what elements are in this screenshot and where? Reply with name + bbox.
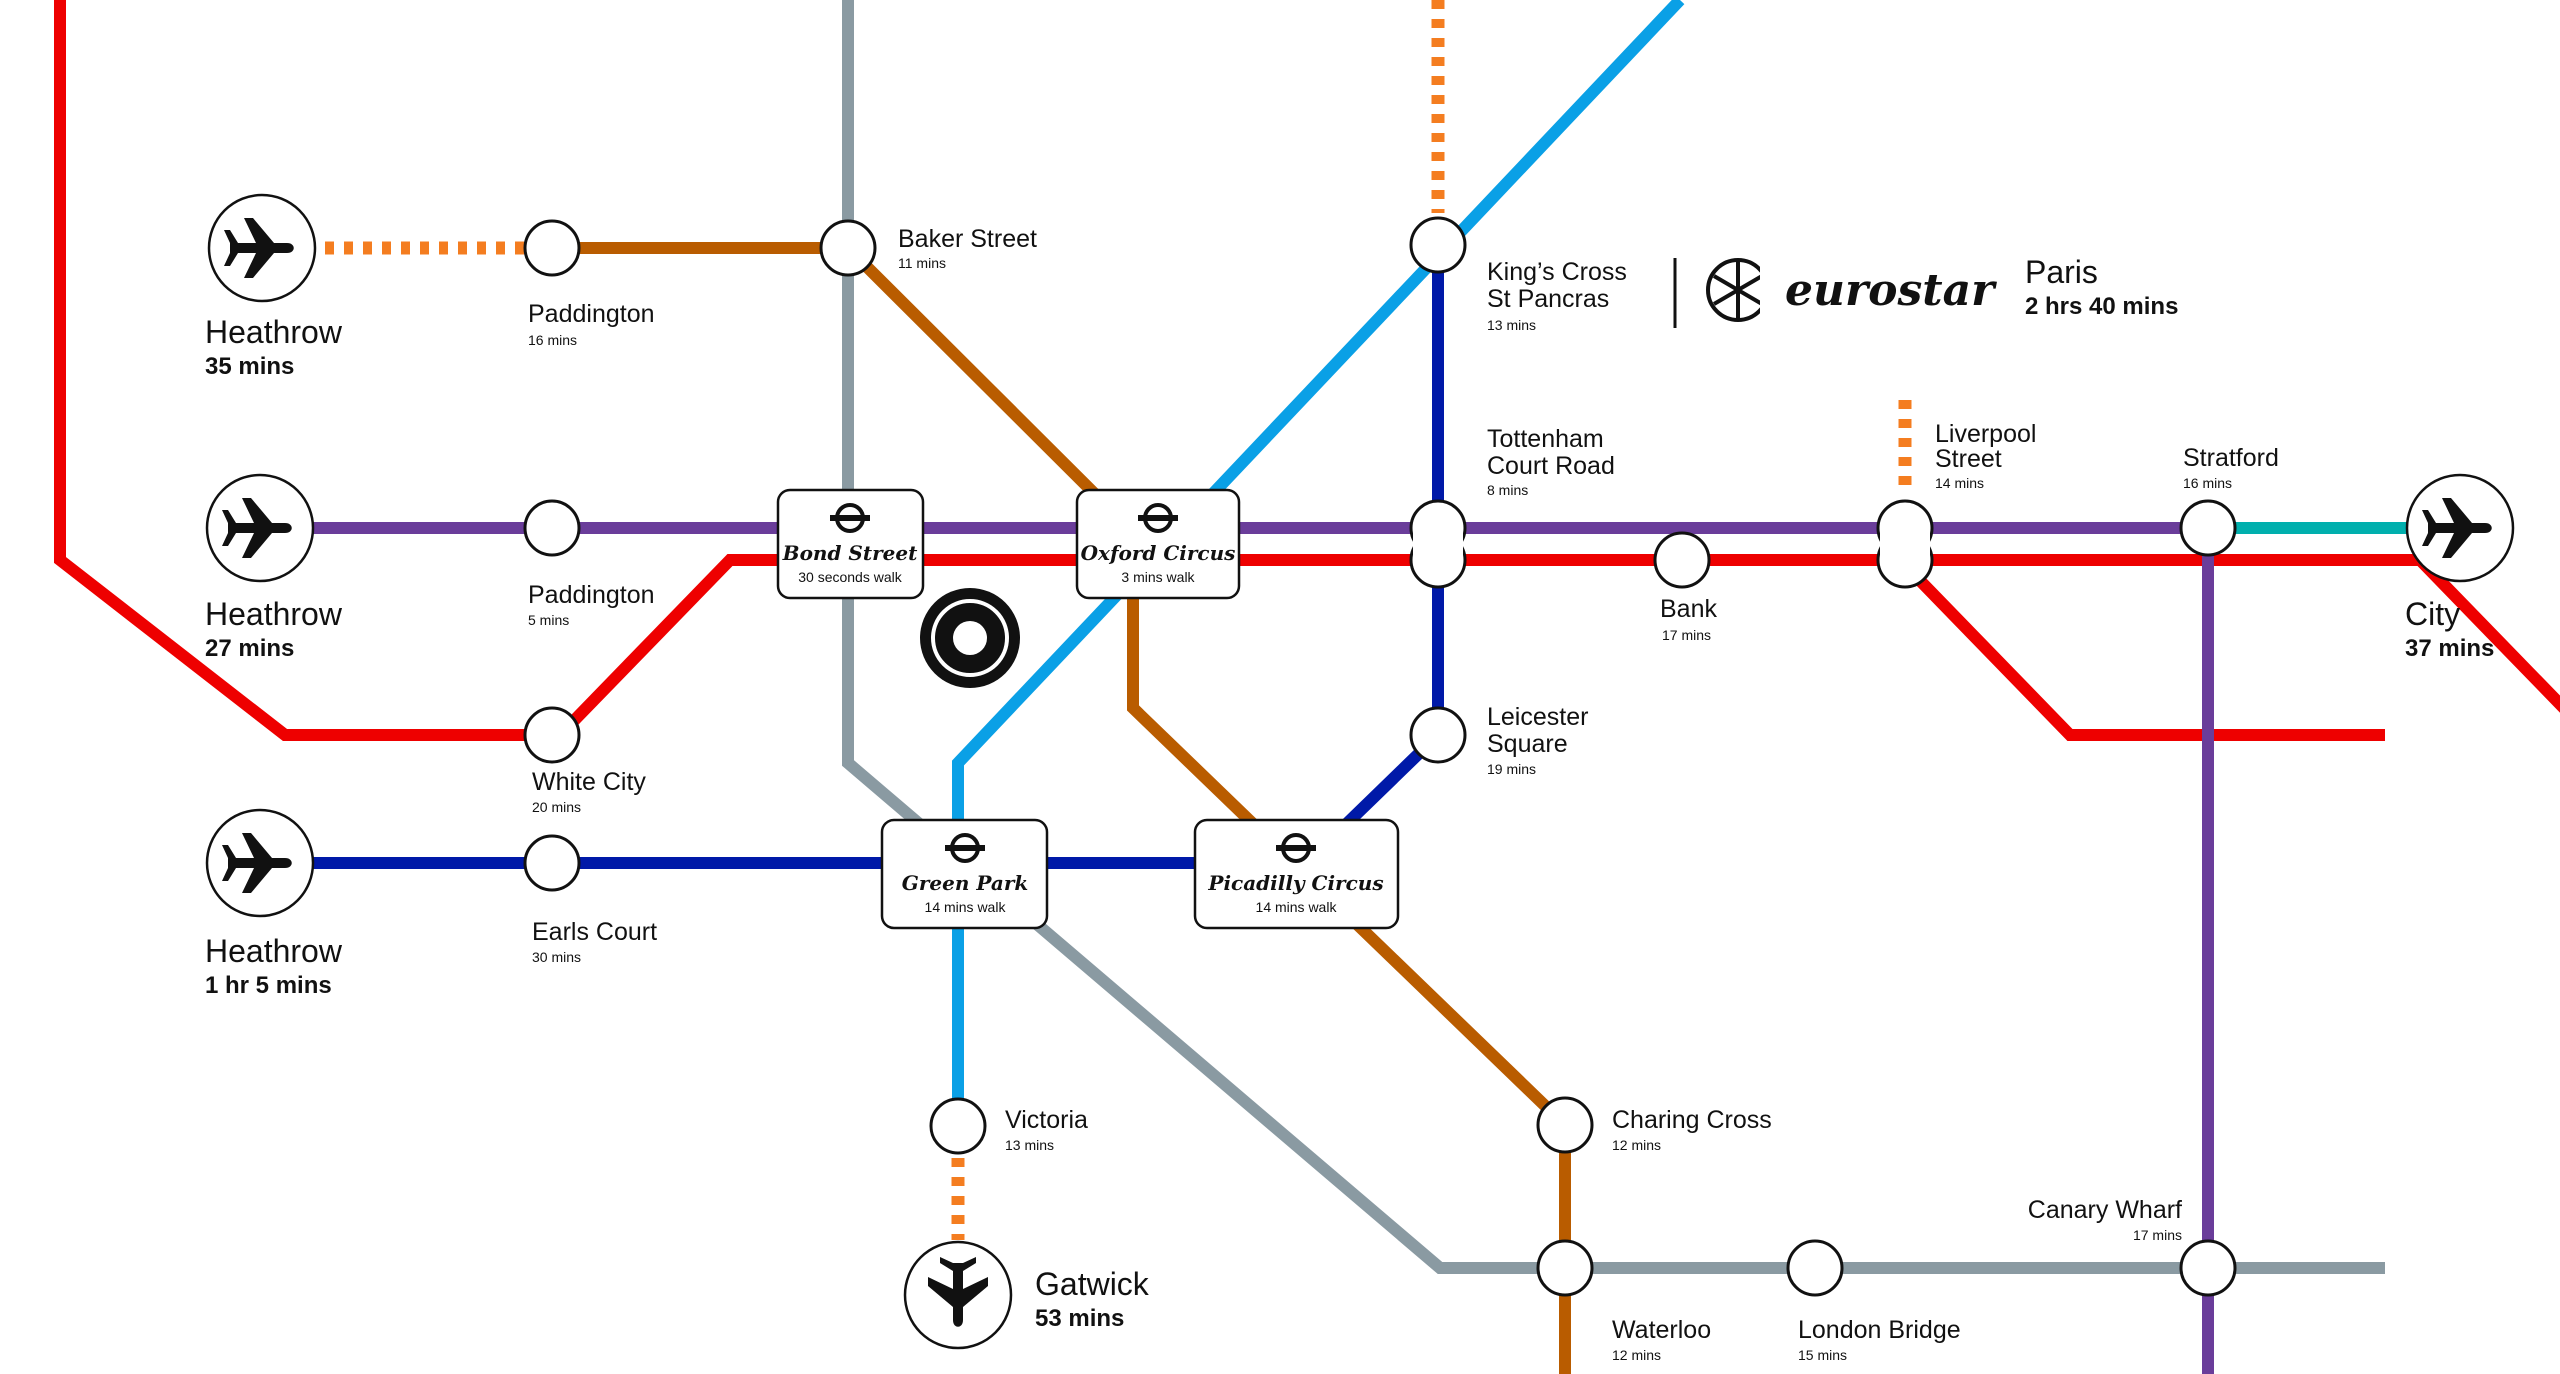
heathrow-3-time: 1 hr 5 mins bbox=[205, 972, 332, 999]
victoria-name: Victoria bbox=[1005, 1106, 1088, 1134]
liverpool-name-2: Street bbox=[1935, 445, 2002, 473]
tottenham-name-2: Court Road bbox=[1487, 452, 1615, 480]
station-paddington-2[interactable] bbox=[523, 499, 581, 557]
hub-picadilly-circus-name: Picadilly Circus bbox=[1207, 871, 1383, 895]
tottenham-time: 8 mins bbox=[1487, 482, 1528, 498]
hub-picadilly-circus[interactable]: Picadilly Circus 14 mins walk bbox=[1193, 818, 1400, 930]
bank-time: 17 mins bbox=[1662, 627, 1711, 643]
hub-oxford-circus[interactable]: Oxford Circus 3 mins walk bbox=[1075, 488, 1241, 600]
leicester-time: 19 mins bbox=[1487, 761, 1536, 777]
hub-bond-street-name: Bond Street bbox=[782, 541, 918, 565]
station-stratford[interactable] bbox=[2179, 499, 2237, 557]
paris-name: Paris bbox=[2025, 254, 2098, 290]
victoria-time: 13 mins bbox=[1005, 1137, 1054, 1153]
central-line-east bbox=[1895, 555, 2385, 741]
white-city-time: 20 mins bbox=[532, 799, 581, 815]
paddington-2-time: 5 mins bbox=[528, 612, 569, 628]
central-line bbox=[54, 0, 2560, 741]
grey-line bbox=[842, 0, 2385, 1274]
liverpool-name-1: Liverpool bbox=[1935, 420, 2036, 448]
london-bridge-time: 15 mins bbox=[1798, 1347, 1847, 1363]
eurostar-logo: eurostar bbox=[1785, 265, 1997, 316]
kings-cross-name-2: St Pancras bbox=[1487, 285, 1609, 313]
station-waterloo[interactable] bbox=[1536, 1239, 1594, 1297]
heathrow-1-name: Heathrow bbox=[205, 314, 343, 350]
airport-city[interactable] bbox=[2405, 473, 2515, 583]
kings-cross-time: 13 mins bbox=[1487, 317, 1536, 333]
station-bank[interactable] bbox=[1653, 531, 1711, 589]
earls-court-time: 30 mins bbox=[532, 949, 581, 965]
baker-street-name: Baker Street bbox=[898, 225, 1037, 253]
stratford-name: Stratford bbox=[2183, 444, 2279, 472]
london-bridge-name: London Bridge bbox=[1798, 1316, 1961, 1344]
hub-bond-street[interactable]: Bond Street 30 seconds walk bbox=[776, 488, 925, 600]
canary-wharf-name: Canary Wharf bbox=[2028, 1196, 2182, 1224]
white-city-name: White City bbox=[532, 768, 646, 796]
liverpool-time: 14 mins bbox=[1935, 475, 1984, 491]
hub-oxford-circus-name: Oxford Circus bbox=[1081, 541, 1236, 565]
canary-wharf-time: 17 mins bbox=[2133, 1227, 2182, 1243]
paddington-2-name: Paddington bbox=[528, 581, 655, 609]
charing-cross-time: 12 mins bbox=[1612, 1137, 1661, 1153]
target-icon bbox=[920, 588, 1020, 688]
gatwick-name: Gatwick bbox=[1035, 1266, 1150, 1302]
bank-name: Bank bbox=[1660, 595, 1717, 623]
charing-cross-name: Charing Cross bbox=[1612, 1106, 1772, 1134]
city-name: City bbox=[2405, 596, 2460, 632]
heathrow-3-name: Heathrow bbox=[205, 933, 343, 969]
gatwick-time: 53 mins bbox=[1035, 1305, 1124, 1332]
stratford-time: 16 mins bbox=[2183, 475, 2232, 491]
station-earls-court[interactable] bbox=[523, 834, 581, 892]
waterloo-name: Waterloo bbox=[1612, 1316, 1711, 1344]
station-baker-street[interactable] bbox=[819, 219, 877, 277]
airport-heathrow-3[interactable] bbox=[205, 808, 315, 918]
hub-oxford-circus-walk: 3 mins walk bbox=[1121, 569, 1195, 585]
station-charing-cross[interactable] bbox=[1536, 1096, 1594, 1154]
station-paddington-1[interactable] bbox=[523, 219, 581, 277]
paddington-1-time: 16 mins bbox=[528, 332, 577, 348]
leicester-name-2: Square bbox=[1487, 730, 1568, 758]
hub-green-park[interactable]: Green Park 14 mins walk bbox=[880, 818, 1049, 930]
leicester-name-1: Leicester bbox=[1487, 703, 1588, 731]
bakerloo-line bbox=[552, 242, 1571, 1374]
hub-picadilly-circus-walk: 14 mins walk bbox=[1256, 899, 1338, 915]
station-canary-wharf[interactable] bbox=[2179, 1239, 2237, 1297]
kings-cross-name-1: King’s Cross bbox=[1487, 258, 1627, 286]
tottenham-name-1: Tottenham bbox=[1487, 425, 1604, 453]
waterloo-time: 12 mins bbox=[1612, 1347, 1661, 1363]
heathrow-2-time: 27 mins bbox=[205, 635, 294, 662]
heathrow-1-time: 35 mins bbox=[205, 353, 294, 380]
station-white-city[interactable] bbox=[523, 706, 581, 764]
station-kings-cross[interactable] bbox=[1409, 216, 1467, 274]
station-victoria[interactable] bbox=[929, 1097, 987, 1155]
station-liverpool-street[interactable] bbox=[1876, 499, 1934, 589]
hub-green-park-name: Green Park bbox=[902, 871, 1028, 895]
hub-green-park-walk: 14 mins walk bbox=[925, 899, 1007, 915]
eurostar-star-icon bbox=[1706, 258, 1782, 322]
city-time: 37 mins bbox=[2405, 635, 2494, 662]
heathrow-2-name: Heathrow bbox=[205, 596, 343, 632]
station-london-bridge[interactable] bbox=[1786, 1239, 1844, 1297]
baker-street-time: 11 mins bbox=[898, 255, 946, 271]
earls-court-name: Earls Court bbox=[532, 918, 657, 946]
paris-time: 2 hrs 40 mins bbox=[2025, 293, 2178, 320]
paddington-1-name: Paddington bbox=[528, 300, 655, 328]
station-leicester-square[interactable] bbox=[1409, 706, 1467, 764]
station-tottenham-court-road[interactable] bbox=[1409, 499, 1467, 589]
airport-gatwick[interactable] bbox=[903, 1240, 1013, 1350]
airport-heathrow-2[interactable] bbox=[205, 473, 315, 583]
airport-heathrow-1[interactable] bbox=[207, 193, 317, 303]
hub-bond-street-walk: 30 seconds walk bbox=[798, 569, 903, 585]
